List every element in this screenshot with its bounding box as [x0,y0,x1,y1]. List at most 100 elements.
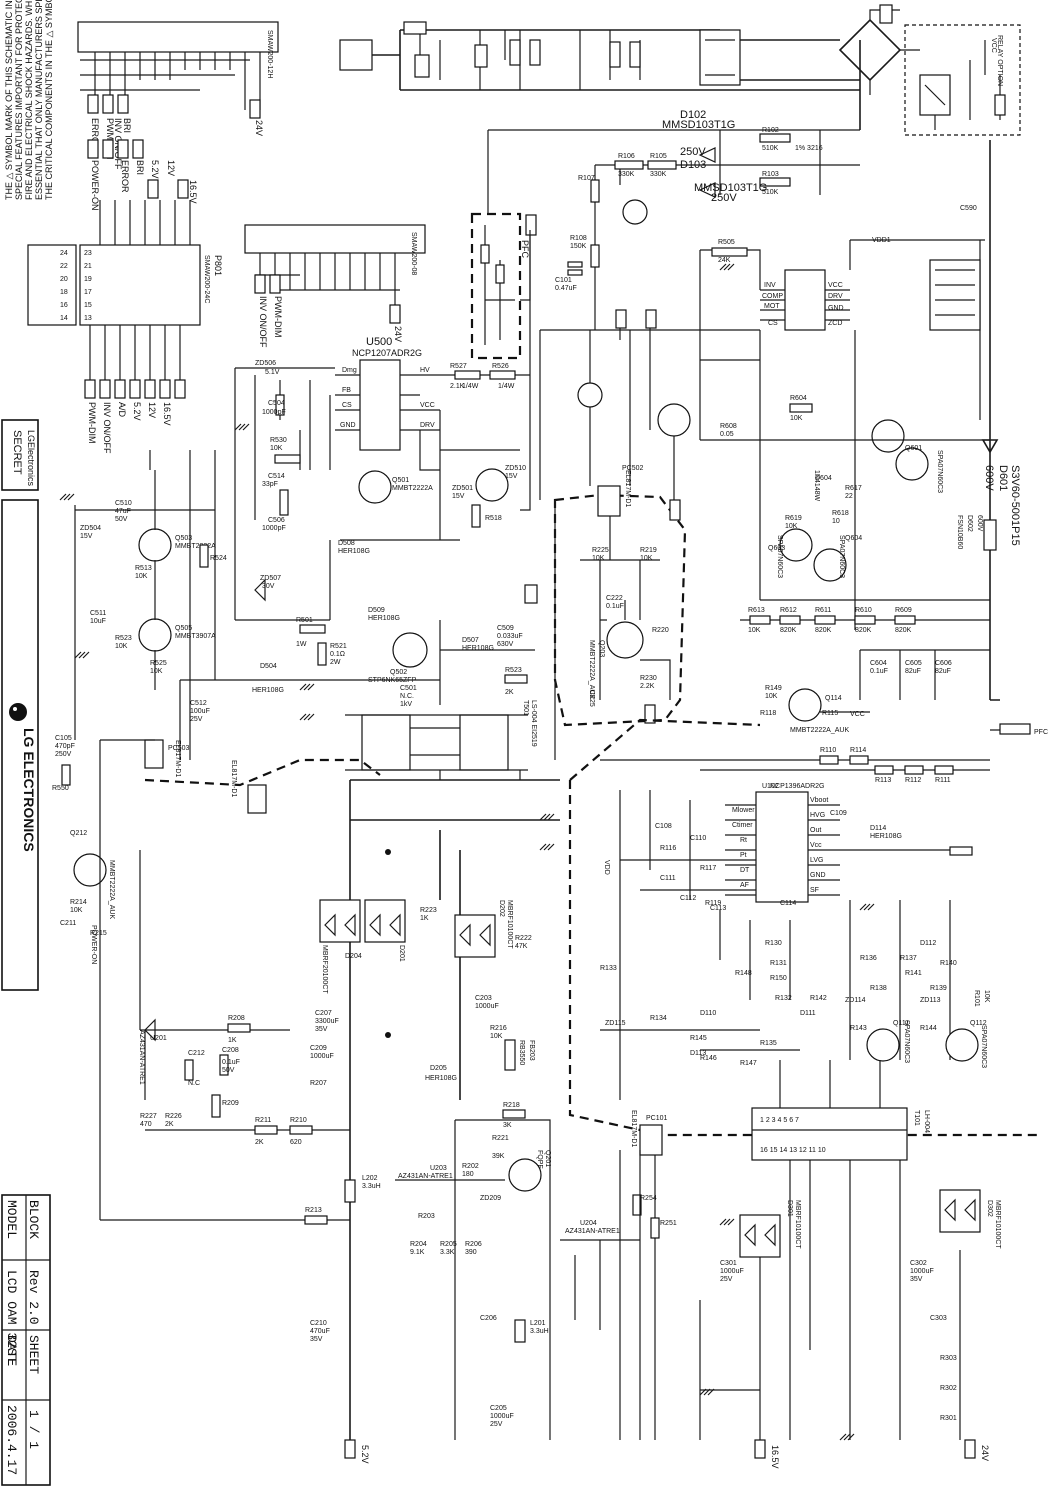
svg-text:R203: R203 [418,1213,435,1220]
svg-text:R149: R149 [765,685,782,692]
interconnect-wires [179,129,760,1440]
svg-text:R106: R106 [618,153,635,160]
svg-text:D202: D202 [498,900,505,917]
svg-text:C590: C590 [960,205,977,212]
svg-text:ZCD: ZCD [828,320,842,327]
pfc-controller-ic: INV COMP MOT CS VCC DRV GND ZCD R505 24K… [699,205,985,440]
svg-text:R107: R107 [578,175,595,182]
p802-part: SMAW200-08 [410,232,417,275]
svg-text:9.1K: 9.1K [410,1249,425,1256]
svg-text:1000pF: 1000pF [262,409,286,416]
svg-text:630V: 630V [497,641,514,648]
secret-box: SECRET LGElectronics [1,419,39,491]
svg-text:24V: 24V [980,1445,990,1461]
svg-text:24K: 24K [718,257,731,264]
pfc-label: PFC [520,240,530,259]
notice-line-1: THE △ SYMBOL MARK OF THIS SCHEMATIC INCO… [4,0,14,200]
svg-text:14: 14 [60,315,68,322]
svg-text:C211: C211 [60,920,76,927]
svg-text:R144: R144 [920,1025,937,1032]
svg-text:1K: 1K [228,1037,237,1044]
model-label: MODEL [4,1200,19,1239]
svg-text:10: 10 [832,518,840,525]
svg-text:21: 21 [84,263,92,270]
svg-text:10K: 10K [983,990,990,1003]
svg-text:1000uF: 1000uF [910,1268,934,1275]
svg-text:LS-004 EI2519: LS-004 EI2519 [530,700,537,747]
svg-text:ZD113: ZD113 [920,997,941,1004]
svg-text:R114: R114 [850,747,866,754]
svg-text:U204: U204 [580,1220,597,1227]
svg-text:C604: C604 [870,660,887,667]
svg-text:100uF: 100uF [190,708,210,715]
svg-text:C222: C222 [606,595,623,602]
svg-text:25V: 25V [490,1421,503,1428]
svg-text:C109: C109 [830,810,847,817]
svg-text:35V: 35V [910,1276,923,1283]
svg-text:10uF: 10uF [90,618,106,625]
feedback-u204: U204 AZ431AN-ATRE1 R254 R251 16.5V [560,1150,780,1469]
svg-text:R208: R208 [228,1015,245,1022]
signal-power-on: POWER-ON [90,160,100,211]
svg-text:Ctimer: Ctimer [732,822,753,829]
svg-text:R518: R518 [485,515,502,522]
svg-text:R138: R138 [870,985,887,992]
svg-text:3300uF: 3300uF [315,1018,339,1025]
svg-text:R130: R130 [765,940,782,947]
svg-text:Mlower: Mlower [732,807,755,814]
svg-text:R141: R141 [905,970,922,977]
pfc-stage: D601 S3V60-5001P15 600V D602 FSN10B60 60… [700,140,1048,736]
svg-text:470pF: 470pF [55,743,75,750]
notice-line-4: ESSENTIAL THAT ONLY MANUFACTURERS SPECIF… [34,0,44,200]
svg-text:Q203: Q203 [598,640,605,657]
svg-text:C510: C510 [115,500,132,507]
svg-text:MMBT2222A_AUK: MMBT2222A_AUK [588,640,595,699]
svg-text:3.3uH: 3.3uH [362,1183,381,1190]
svg-text:R214: R214 [70,899,87,906]
svg-text:MBRF10100CT: MBRF10100CT [794,1200,801,1249]
svg-text:50V: 50V [222,1067,235,1074]
svg-text:82uF: 82uF [905,668,921,675]
svg-text:S3V60-5001P15: S3V60-5001P15 [1009,465,1021,546]
svg-text:GND: GND [340,422,356,429]
svg-text:R302: R302 [940,1385,957,1392]
svg-text:DRV: DRV [828,293,843,300]
svg-text:C105: C105 [55,735,72,742]
svg-text:C210: C210 [310,1320,327,1327]
svg-text:C209: C209 [310,1045,327,1052]
svg-text:620: 620 [290,1139,302,1146]
svg-text:COMP: COMP [762,293,783,300]
u500-block: U500 NCP1207ADR2G Dmg FB CS GND HV VCC D… [234,336,531,620]
svg-text:MMBT2222A_AUK: MMBT2222A_AUK [108,860,115,919]
safety-notice: THE △ SYMBOL MARK OF THIS SCHEMATIC INCO… [4,0,54,200]
block-value: Rev 2.0 [26,1270,41,1325]
svg-text:GND: GND [810,872,826,879]
svg-text:R220: R220 [652,627,669,634]
svg-text:10K: 10K [592,555,605,562]
signal-16v5-low: 16.5V [162,402,172,426]
svg-text:R142: R142 [810,995,827,1002]
svg-text:10K: 10K [490,1033,503,1040]
svg-text:10K: 10K [150,668,163,675]
svg-text:R133: R133 [600,965,617,972]
svg-text:R119: R119 [705,900,721,907]
svg-text:MBRF10100CT: MBRF10100CT [994,1200,1001,1249]
svg-text:R145: R145 [690,1035,707,1042]
svg-text:330K: 330K [618,171,635,178]
svg-text:15V: 15V [80,533,93,540]
u500-periphery: ZD506 5.1V C504 1000pF R530 10K C514 33p… [180,360,538,708]
svg-text:R612: R612 [780,607,797,614]
svg-text:39K: 39K [492,1153,505,1160]
svg-text:10K: 10K [135,573,148,580]
startup-chain: R106 330K R105 330K R107 R108 150K C101 … [555,153,700,330]
svg-text:T101: T101 [913,1110,920,1126]
svg-text:HER108G: HER108G [368,615,400,622]
svg-text:C205: C205 [490,1405,507,1412]
date-label: DATE [4,1335,19,1366]
svg-text:VCC: VCC [828,282,843,289]
svg-text:D114: D114 [870,825,886,832]
svg-text:R105: R105 [650,153,667,160]
svg-text:R110: R110 [820,747,836,754]
svg-text:15: 15 [84,302,92,309]
svg-text:R619: R619 [785,515,802,522]
